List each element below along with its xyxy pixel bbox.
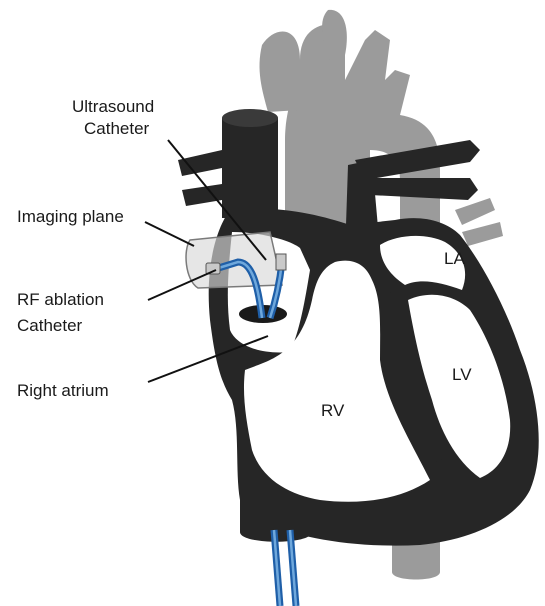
rf-ablation-label-line1: RF ablation [17, 290, 104, 309]
la-label: LA [444, 249, 465, 268]
rv-label: RV [321, 401, 345, 420]
ultrasound-label-line1: Ultrasound [72, 97, 154, 116]
ultrasound-label-line2: Catheter [84, 119, 150, 138]
lv-label: LV [452, 365, 472, 384]
imaging-plane-label: Imaging plane [17, 207, 124, 226]
right-atrium-label: Right atrium [17, 381, 109, 400]
rf-ablation-label-line2: Catheter [17, 316, 83, 335]
superior-vena-cava [178, 109, 278, 218]
imaging-plane-leader [145, 222, 194, 246]
